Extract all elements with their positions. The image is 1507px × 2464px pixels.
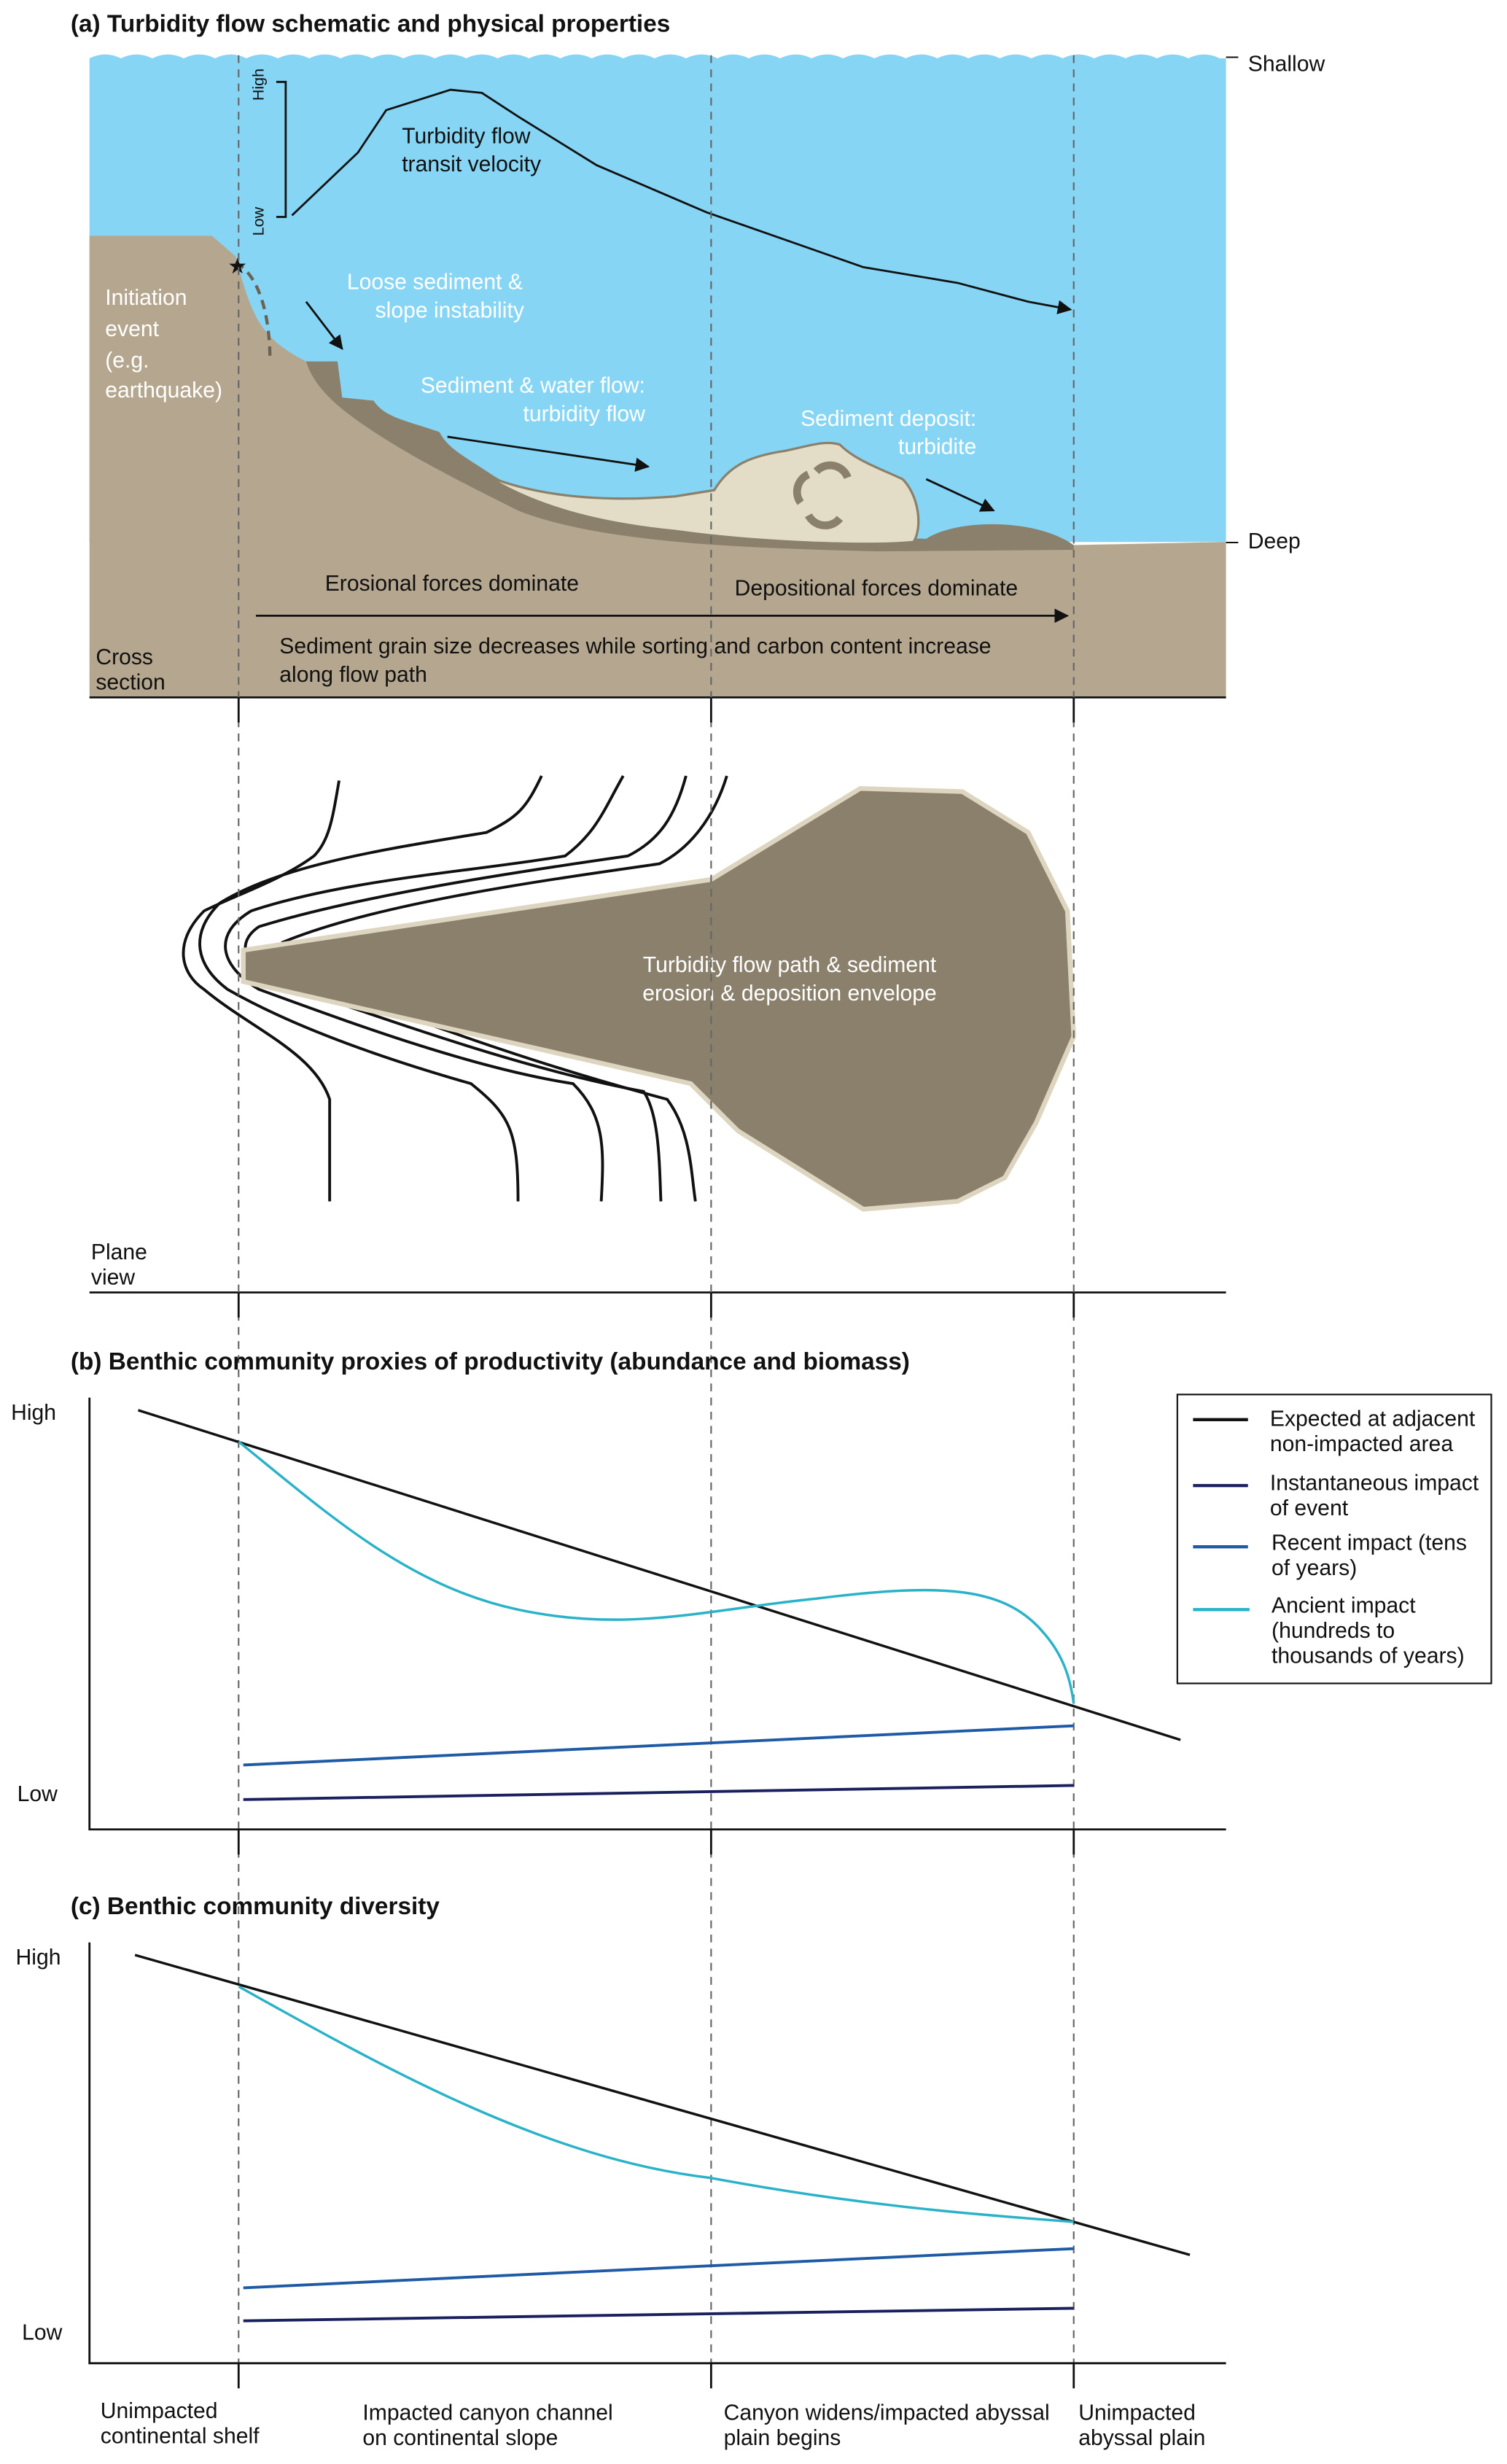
velocity-label-1: Turbidity flow [402, 124, 531, 148]
plane-view-label-2: view [91, 1266, 136, 1290]
panel-a-title: (a) Turbidity flow schematic and physica… [71, 10, 670, 37]
panel-c-high: High [16, 1946, 61, 1970]
svg-text:Unimpacted: Unimpacted [101, 2399, 218, 2423]
svg-text:Impacted canyon channel: Impacted canyon channel [362, 2401, 612, 2425]
eroded-sediment [305, 361, 1074, 552]
svg-text:Unimpacted: Unimpacted [1078, 2401, 1196, 2425]
cross-section-label: Cross [96, 645, 153, 669]
panel-c-title: (c) Benthic community diversity [71, 1893, 440, 1920]
cross-section-label-2: section [96, 671, 165, 695]
panel-b-high: High [11, 1401, 56, 1425]
c-instantaneous-line [243, 2306, 1074, 2323]
panel-b-axes [88, 1397, 1226, 1831]
seafloor-ground [89, 236, 1226, 698]
b-ancient-line [238, 1440, 1075, 1704]
flow-envelope [241, 785, 1077, 1212]
svg-text:Expected at adjacent: Expected at adjacent [1270, 1407, 1476, 1431]
svg-text:Initiation: Initiation [105, 286, 187, 310]
initiation-label: Initiation event (e.g. earthquake) [105, 286, 222, 403]
envelope-label: Turbidity flow path & sediment [643, 953, 937, 977]
svg-text:Canyon widens/impacted abyssal: Canyon widens/impacted abyssal [724, 2401, 1050, 2425]
velocity-curve [291, 88, 1072, 314]
sediment-flow-label-2: turbidity flow [523, 402, 645, 426]
zone-labels: Unimpacted continental shelf Impacted ca… [101, 2399, 1206, 2450]
grain-size-label: Sediment grain size decreases while sort… [279, 634, 991, 658]
envelope-label-2: erosion & deposition envelope [642, 982, 937, 1006]
loose-sediment-label: Loose sediment & [347, 271, 523, 295]
b-expected-line [137, 1409, 1181, 1741]
star-icon: ★ [227, 254, 247, 279]
deep-tick: – [1226, 529, 1239, 553]
recycle-icon [793, 461, 852, 529]
sediment-flow-label: Sediment & water flow: [421, 374, 645, 398]
c-ancient-line [238, 1985, 1074, 2223]
svg-text:of years): of years) [1272, 1556, 1357, 1580]
velocity-high: High [250, 69, 268, 101]
svg-text:(e.g.: (e.g. [105, 349, 149, 373]
velocity-bracket [276, 80, 287, 218]
velocity-label-2: transit velocity [402, 152, 541, 176]
deep-label: Deep [1248, 529, 1301, 553]
svg-text:event: event [105, 317, 159, 341]
svg-text:Ancient impact: Ancient impact [1272, 1594, 1416, 1618]
b-instantaneous-line [243, 1784, 1074, 1801]
grain-size-label-2: along flow path [279, 663, 427, 687]
c-recent-line [243, 2247, 1074, 2290]
shallow-label: Shallow [1248, 52, 1325, 76]
legend: Expected at adjacent non-impacted area I… [1176, 1394, 1492, 1684]
svg-text:thousands of years): thousands of years) [1272, 1644, 1465, 1668]
svg-text:Recent impact (tens: Recent impact (tens [1272, 1531, 1467, 1555]
deposit-arrow [925, 478, 995, 512]
svg-text:Instantaneous impact: Instantaneous impact [1270, 1472, 1479, 1496]
svg-text:continental shelf: continental shelf [101, 2425, 260, 2449]
svg-text:non-impacted area: non-impacted area [1270, 1432, 1453, 1456]
svg-text:abyssal plain: abyssal plain [1078, 2426, 1205, 2450]
svg-text:(hundreds to: (hundreds to [1272, 1619, 1395, 1643]
c-expected-line [134, 1954, 1191, 2256]
svg-text:earthquake): earthquake) [105, 378, 222, 403]
zone-dividers [237, 55, 1075, 2389]
erosional-label: Erosional forces dominate [325, 572, 579, 596]
flow-arrow [447, 435, 650, 472]
svg-text:on continental slope: on continental slope [362, 2426, 558, 2450]
panel-c-low: Low [22, 2321, 63, 2345]
shallow-tick: – [1226, 44, 1239, 68]
b-recent-line [243, 1724, 1074, 1767]
slope-arrow [305, 300, 343, 350]
panel-c-axes [88, 1942, 1226, 2365]
failure-path [234, 261, 272, 362]
velocity-low: Low [250, 206, 268, 236]
panel-b-low: Low [17, 1782, 58, 1806]
depositional-label: Depositional forces dominate [735, 576, 1019, 600]
panel-b-title: (b) Benthic community proxies of product… [71, 1348, 910, 1375]
deposit-label-2: turbidite [898, 435, 976, 459]
svg-text:of event: of event [1270, 1496, 1349, 1520]
loose-sediment-label-2: slope instability [375, 298, 524, 322]
plane-view-label: Plane [91, 1240, 147, 1264]
deposit-label: Sediment deposit: [801, 407, 976, 431]
svg-text:plain begins: plain begins [724, 2426, 841, 2450]
